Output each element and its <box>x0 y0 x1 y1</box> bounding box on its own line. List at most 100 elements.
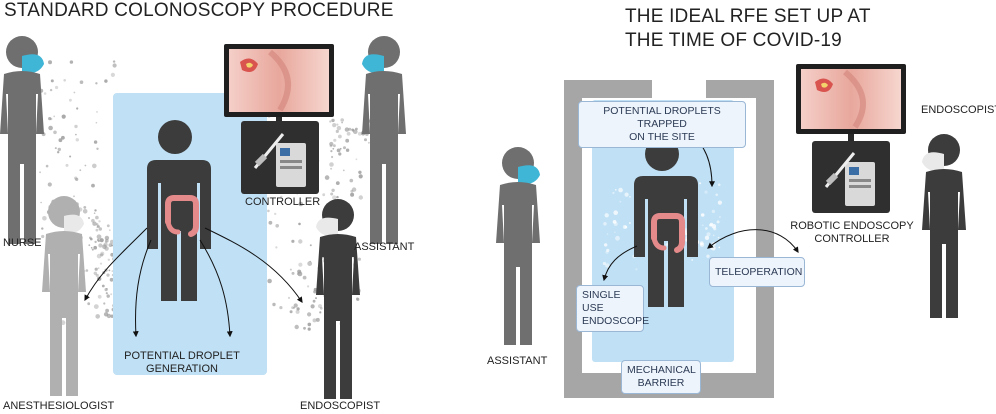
droplet <box>331 155 334 159</box>
droplet <box>336 125 342 131</box>
robotic-controller-line-2: CONTROLLER <box>814 233 890 245</box>
droplet <box>98 243 103 248</box>
droplet <box>55 85 59 90</box>
droplet <box>57 147 61 152</box>
droplet <box>293 306 295 309</box>
droplet <box>320 307 323 310</box>
droplet <box>65 163 69 167</box>
right-panel-title-line-2: THE TIME OF COVID-19 <box>625 30 842 51</box>
droplet <box>303 326 306 330</box>
droplet <box>310 304 315 309</box>
droplet <box>309 244 312 247</box>
droplet <box>83 206 87 209</box>
droplet <box>49 88 53 92</box>
droplet <box>85 269 89 272</box>
droplet <box>358 195 363 200</box>
droplet <box>88 244 91 247</box>
endoscopist-figure-left <box>316 199 360 399</box>
droplet <box>100 253 104 257</box>
robotic-controller-line-1: ROBOTIC ENDOSCOPY <box>790 220 914 232</box>
left-monitor <box>224 44 334 121</box>
droplet <box>345 148 350 152</box>
droplet <box>45 164 49 168</box>
droplet <box>87 302 91 306</box>
mechanical-barrier-line-1: MECHANICAL <box>627 364 696 376</box>
droplet <box>355 127 358 131</box>
droplet <box>338 134 342 139</box>
droplet <box>108 269 111 272</box>
droplet <box>75 133 77 136</box>
droplet <box>350 192 355 197</box>
droplet <box>349 178 354 183</box>
droplet <box>50 117 53 121</box>
droplet <box>348 127 352 131</box>
droplet <box>96 147 99 150</box>
assistant-label-right: ASSISTANT <box>487 355 548 367</box>
droplet <box>96 238 100 242</box>
droplet <box>307 327 311 331</box>
droplet <box>312 318 317 323</box>
droplet <box>106 313 112 319</box>
droplet <box>346 131 351 136</box>
droplet <box>93 271 98 275</box>
droplet <box>699 241 704 246</box>
droplet <box>63 79 66 82</box>
droplet <box>298 239 303 244</box>
droplet-generation-line-2: GENERATION <box>146 363 218 375</box>
assistant-figure-left <box>362 36 406 244</box>
droplet <box>293 303 298 308</box>
droplet <box>358 174 363 179</box>
droplet <box>296 307 300 311</box>
droplet <box>289 310 293 314</box>
droplet <box>343 146 346 150</box>
droplet <box>710 247 713 250</box>
droplet <box>99 238 104 243</box>
droplets-trapped-line-2: ON THE SITE <box>629 131 695 143</box>
droplet <box>99 262 103 265</box>
droplet <box>615 189 617 191</box>
droplet <box>267 209 270 213</box>
droplet <box>279 306 283 310</box>
droplet <box>79 169 82 172</box>
droplet <box>603 222 607 226</box>
droplet <box>94 240 97 244</box>
droplet <box>274 212 277 216</box>
droplet <box>336 195 339 199</box>
endoscopist-figure-right <box>922 134 966 318</box>
droplet <box>339 147 342 150</box>
droplet <box>700 213 705 217</box>
droplet <box>92 163 97 169</box>
droplet <box>61 135 65 140</box>
droplet <box>612 220 617 224</box>
droplet <box>604 243 608 247</box>
droplet <box>79 80 84 84</box>
droplet <box>93 245 97 250</box>
droplet <box>108 243 113 248</box>
droplet <box>95 215 99 220</box>
droplet <box>69 98 72 102</box>
droplet <box>107 258 111 261</box>
droplet <box>98 227 103 231</box>
droplet <box>613 210 618 215</box>
single-use-line-2: ENDOSCOPE <box>582 315 650 327</box>
droplet <box>96 111 98 113</box>
droplet <box>330 150 333 153</box>
droplet <box>298 201 304 207</box>
droplet <box>699 182 702 185</box>
nurse-label: NURSE <box>3 237 42 249</box>
droplet <box>333 138 337 142</box>
droplet <box>105 292 108 295</box>
droplet <box>717 200 723 205</box>
droplet <box>104 246 109 251</box>
droplet <box>330 167 333 170</box>
droplet <box>315 297 317 300</box>
droplet <box>341 121 343 124</box>
droplet <box>110 314 114 318</box>
droplet <box>94 209 97 212</box>
droplet <box>635 268 638 271</box>
droplet <box>54 147 57 150</box>
droplet <box>291 239 295 243</box>
droplet <box>103 302 106 305</box>
droplet <box>74 124 78 129</box>
droplet <box>717 236 720 239</box>
